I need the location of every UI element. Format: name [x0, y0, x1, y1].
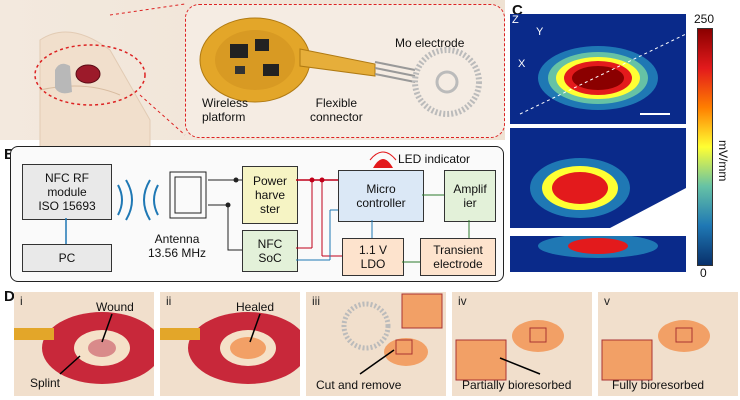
antenna-label: Antenna 13.56 MHz: [148, 232, 207, 260]
step-i-label: i: [20, 294, 23, 308]
step-ii-label: ii: [166, 294, 172, 308]
simulation-middle: [510, 128, 686, 228]
led-indicator-label: LED indicator: [398, 152, 471, 166]
full-label: Fully bioresorbed: [612, 378, 705, 392]
panel-label-c: C: [512, 2, 523, 19]
power-harvester-block: Power harve ster: [242, 166, 298, 224]
pc-block: PC: [22, 244, 112, 272]
panel-label-b: B: [4, 146, 15, 163]
axis-x-label: X: [518, 58, 526, 70]
healed-label: Healed: [236, 300, 275, 314]
transient-electrode-block: Transient electrode: [420, 238, 496, 276]
ldo-block: 1.1 V LDO: [342, 238, 404, 276]
step-i-image: [14, 292, 154, 396]
step-iv-label: iv: [458, 294, 467, 308]
step-iv-image: [452, 292, 592, 396]
led-icon: [369, 151, 397, 168]
zoom-circle: [34, 44, 146, 106]
simulation-bottom: [510, 236, 686, 272]
axis-z-label: Z: [512, 14, 519, 26]
step-ii-image: [160, 292, 300, 396]
simulation-top: [510, 14, 686, 124]
wireless-waves: [117, 179, 159, 221]
microcontroller-block: Micro controller: [338, 170, 424, 222]
device-drawing: [199, 17, 482, 117]
flexible-connector-label: Flexible connector: [310, 96, 363, 124]
colorbar-min: 0: [700, 266, 707, 280]
axis-y-label: Y: [536, 26, 544, 38]
nfc-rf-module-block: NFC RF module ISO 15693: [22, 164, 112, 220]
wireless-platform-label: Wireless platform: [202, 96, 249, 124]
step-v-label: v: [604, 294, 610, 308]
amplifier-block: Amplif ier: [444, 170, 496, 222]
step-v-image: [598, 292, 738, 396]
step-iii-label: iii: [312, 294, 320, 308]
partial-label: Partially bioresorbed: [462, 378, 572, 392]
nfc-soc-block: NFC SoC: [242, 230, 298, 272]
panel-label-d: D: [4, 288, 15, 305]
cut-remove-label: Cut and remove: [316, 378, 402, 392]
antenna-coil: [169, 171, 207, 219]
mo-electrode-label: Mo electrode: [395, 36, 465, 50]
wound-label: Wound: [96, 300, 134, 314]
splint-label: Splint: [30, 376, 61, 390]
colorbar: [697, 28, 713, 266]
step-iii-image: [306, 292, 446, 396]
colorbar-max: 250: [694, 12, 715, 26]
